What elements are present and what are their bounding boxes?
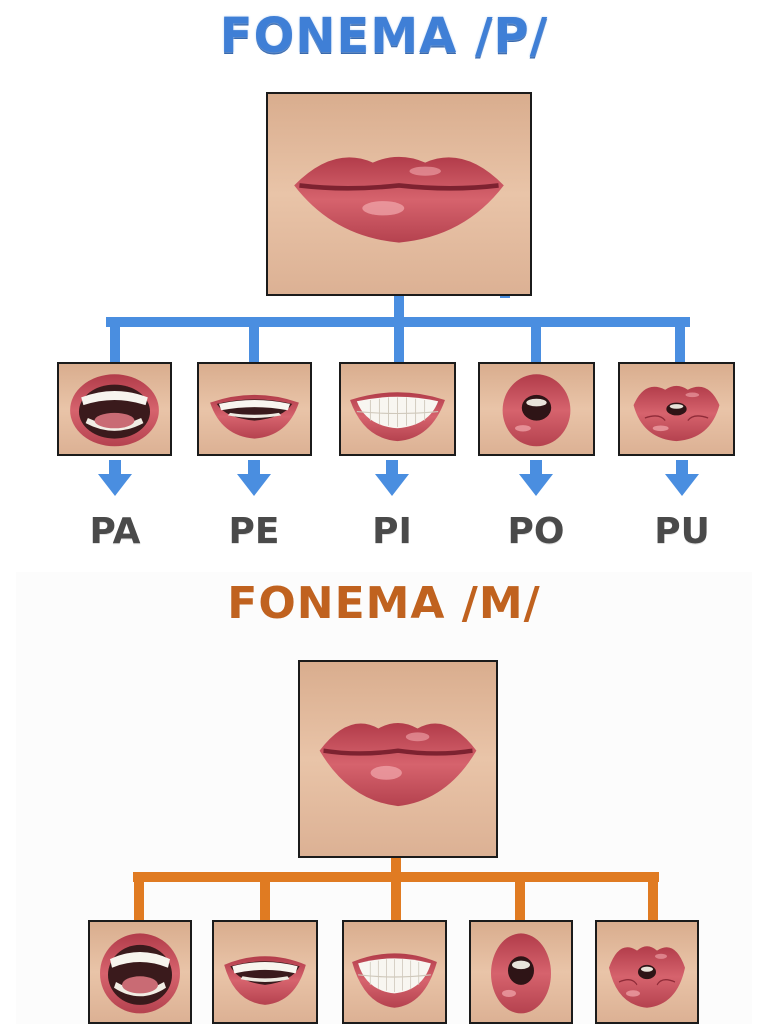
syllable-label-po: PO [507, 511, 565, 552]
fonema-m-main-image [298, 660, 498, 858]
mouth-pucker-icon [597, 922, 697, 1022]
syllable-label-pi: PI [372, 511, 412, 552]
syllable-label-pa: PA [89, 511, 141, 552]
syllable-label-pu: PU [654, 511, 710, 552]
mouth-round-open-icon [471, 922, 571, 1022]
fonema-p-branch-pu-image [618, 362, 735, 456]
fonema-m-branch-2-image [212, 920, 318, 1024]
mouth-round-open-icon [480, 364, 593, 454]
fonema-p-branch-po-image [478, 362, 595, 456]
fonema-m-title: FONEMA /M/ [227, 578, 541, 629]
fonema-m-branch-1-image [88, 920, 192, 1024]
mouth-smile-teeth-icon [214, 922, 316, 1022]
closed-lips-icon [268, 94, 530, 294]
mouth-smile-teeth-icon [199, 364, 310, 454]
fonema-p-branch-pa-image [57, 362, 172, 456]
mouth-open-wide-icon [59, 364, 170, 454]
mouth-open-wide-icon [90, 922, 190, 1022]
fonema-m-branch-4-image [469, 920, 573, 1024]
fonema-p-branch-pe-image [197, 362, 312, 456]
mouth-pucker-icon [620, 364, 733, 454]
mouth-grin-teeth-icon [344, 922, 445, 1022]
closed-lips-icon [300, 662, 496, 856]
fonema-m-branch-3-image [342, 920, 447, 1024]
fonema-m-branch-5-image [595, 920, 699, 1024]
syllable-label-pe: PE [228, 511, 280, 552]
mouth-grin-teeth-icon [341, 364, 454, 454]
fonema-p-main-image [266, 92, 532, 296]
fonema-p-title: FONEMA /P/ [219, 8, 549, 64]
fonema-p-branch-pi-image [339, 362, 456, 456]
